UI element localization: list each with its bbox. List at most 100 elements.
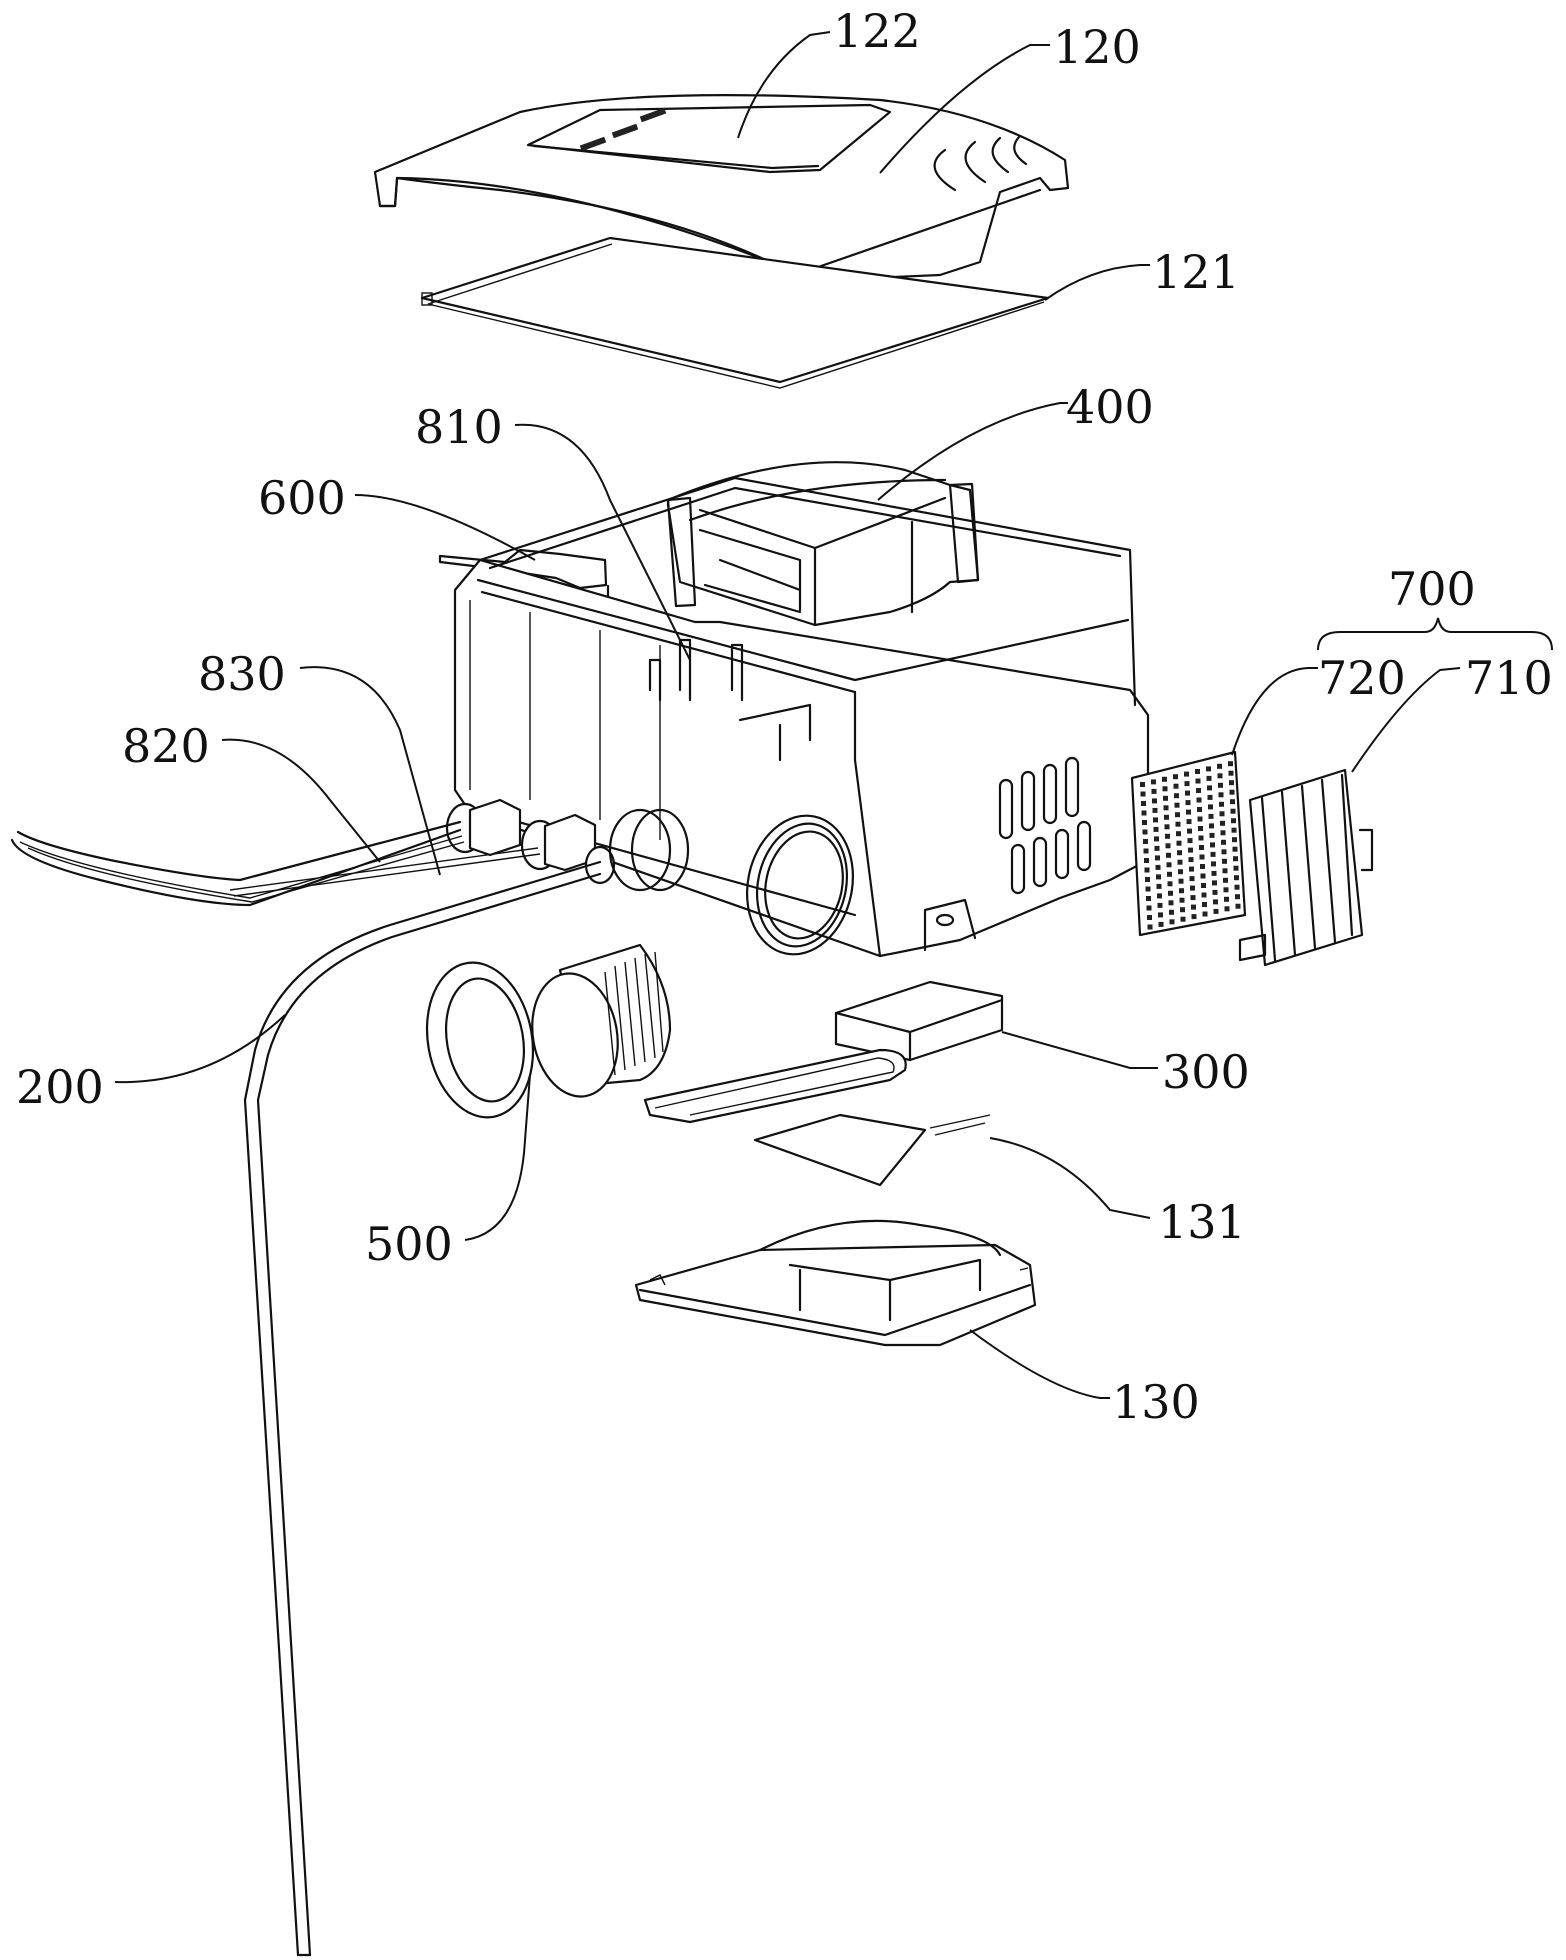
mesh-perforation xyxy=(1174,784,1179,789)
mesh-perforation xyxy=(1170,919,1175,924)
fan-400 xyxy=(668,462,978,625)
mesh-perforation xyxy=(1166,853,1171,858)
mesh-perforation xyxy=(1191,895,1196,900)
label-122: 122 xyxy=(833,4,921,58)
mesh-perforation xyxy=(1223,868,1228,873)
mesh-perforation xyxy=(1222,859,1227,864)
mesh-perforation xyxy=(1209,823,1214,828)
mesh-perforation xyxy=(1169,910,1174,915)
label-830: 830 xyxy=(198,647,286,701)
leader-300 xyxy=(1002,1032,1158,1068)
mesh-perforation xyxy=(1151,779,1156,784)
mesh-perforation xyxy=(1154,827,1159,832)
mesh-perforation xyxy=(1145,877,1150,882)
mesh-perforation xyxy=(1210,833,1215,838)
mesh-perforation xyxy=(1163,786,1168,791)
mesh-perforation xyxy=(1232,828,1237,833)
mesh-perforation xyxy=(1198,817,1203,822)
mesh-perforation xyxy=(1231,818,1236,823)
mesh-perforation xyxy=(1141,792,1146,797)
mesh-perforation xyxy=(1206,766,1211,771)
mesh-perforation xyxy=(1187,819,1192,824)
mesh-perforation xyxy=(1175,803,1180,808)
mesh-perforation xyxy=(1218,783,1223,788)
mesh-perforation xyxy=(1232,837,1237,842)
mesh-perforation xyxy=(1174,793,1179,798)
mesh-perforation xyxy=(1214,909,1219,914)
label-500: 500 xyxy=(365,1217,453,1271)
mesh-perforation xyxy=(1164,815,1169,820)
mesh-perforation xyxy=(1157,884,1162,889)
mesh-perforation xyxy=(1210,842,1215,847)
mesh-perforation xyxy=(1209,814,1214,819)
label-130: 130 xyxy=(1112,1375,1200,1429)
cable-bundle-820 xyxy=(12,822,464,905)
mesh-perforation xyxy=(1147,906,1152,911)
leader-720 xyxy=(1232,668,1318,755)
mesh-perforation xyxy=(1184,772,1189,777)
mesh-perforation xyxy=(1158,912,1163,917)
mesh-perforation xyxy=(1218,773,1223,778)
mesh-perforation xyxy=(1233,856,1238,861)
mesh-perforation xyxy=(1144,858,1149,863)
mesh-perforation xyxy=(1188,848,1193,853)
mesh-perforation xyxy=(1212,880,1217,885)
mesh-perforation xyxy=(1159,922,1164,927)
mesh-perforation xyxy=(1176,822,1181,827)
label-120: 120 xyxy=(1053,20,1141,74)
mesh-perforation xyxy=(1201,883,1206,888)
mesh-perforation xyxy=(1185,781,1190,786)
mesh-perforation xyxy=(1162,777,1167,782)
mesh-perforation xyxy=(1178,860,1183,865)
mesh-perforation xyxy=(1153,808,1158,813)
mesh-perforation xyxy=(1234,875,1239,880)
leader-131 xyxy=(990,1138,1150,1218)
mesh-perforation xyxy=(1155,846,1160,851)
mesh-perforation xyxy=(1208,795,1213,800)
mesh-perforation xyxy=(1157,893,1162,898)
mesh-perforation xyxy=(1207,776,1212,781)
mesh-perforation xyxy=(1186,800,1191,805)
mesh-perforation xyxy=(1176,831,1181,836)
mesh-perforation xyxy=(1152,798,1157,803)
mesh-perforation xyxy=(1144,849,1149,854)
mesh-perforation xyxy=(1185,791,1190,796)
mesh-perforation xyxy=(1203,912,1208,917)
mesh-perforation xyxy=(1155,855,1160,860)
mesh-perforation xyxy=(1168,881,1173,886)
mesh-perforation xyxy=(1167,862,1172,867)
mesh-perforation xyxy=(1222,849,1227,854)
mesh-perforation xyxy=(1147,915,1152,920)
mesh-perforation xyxy=(1202,902,1207,907)
mesh-perforation xyxy=(1164,805,1169,810)
mesh-perforation xyxy=(1168,891,1173,896)
mesh-perforation xyxy=(1233,847,1238,852)
mesh-perforation xyxy=(1187,829,1192,834)
leader-200 xyxy=(115,1015,285,1082)
mesh-perforation xyxy=(1198,826,1203,831)
mesh-perforation xyxy=(1190,876,1195,881)
mesh-perforation xyxy=(1234,866,1239,871)
mesh-perforation xyxy=(1152,789,1157,794)
mesh-perforation xyxy=(1143,839,1148,844)
mesh-perforation xyxy=(1146,887,1151,892)
label-600: 600 xyxy=(258,471,346,525)
mesh-perforation xyxy=(1143,830,1148,835)
mesh-perforation xyxy=(1165,834,1170,839)
mesh-perforation xyxy=(1141,801,1146,806)
mesh-perforation xyxy=(1178,869,1183,874)
mesh-perforation xyxy=(1197,807,1202,812)
mesh-perforation xyxy=(1229,780,1234,785)
block-module-300 xyxy=(836,982,1002,1060)
mesh-perforation xyxy=(1228,761,1233,766)
label-131: 131 xyxy=(1158,1195,1246,1249)
mesh-perforation xyxy=(1195,769,1200,774)
mesh-perforation xyxy=(1235,885,1240,890)
mesh-perforation xyxy=(1224,887,1229,892)
mesh-perforation xyxy=(1199,836,1204,841)
mesh-perforation xyxy=(1197,798,1202,803)
mesh-perforation xyxy=(1148,925,1153,930)
mesh-perforation xyxy=(1169,900,1174,905)
